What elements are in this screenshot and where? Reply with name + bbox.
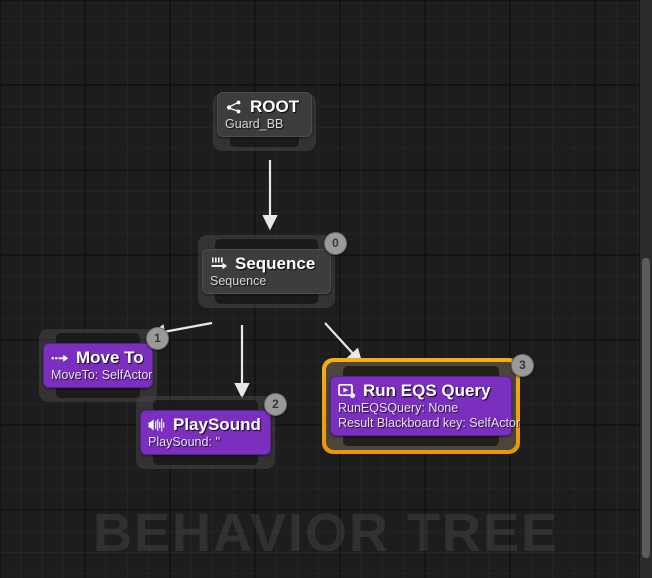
- vertical-scrollbar[interactable]: [639, 0, 652, 578]
- bt-node-play-sound[interactable]: PlaySound PlaySound: '' 2: [136, 393, 287, 469]
- root-node-title-row: ROOT: [225, 96, 304, 117]
- move-to-node-index-badge: 1: [146, 327, 169, 350]
- run-eqs-query-node-index-badge: 3: [511, 354, 534, 377]
- sequence-node-subtitle: Sequence: [210, 274, 267, 288]
- move-to-icon: [51, 354, 69, 362]
- bt-node-sequence[interactable]: Sequence Sequence 0: [198, 232, 347, 308]
- play-sound-node-title: PlaySound: [173, 415, 261, 434]
- move-to-node-subtitle: MoveTo: SelfActor: [51, 368, 153, 382]
- run-eqs-query-node-title-row: Run EQS Query: [338, 380, 504, 401]
- sequence-node-body[interactable]: Sequence Sequence: [202, 249, 331, 294]
- move-to-node-title: Move To: [76, 348, 144, 367]
- play-sound-node-body[interactable]: PlaySound PlaySound: '': [140, 410, 271, 455]
- bt-node-root[interactable]: ROOT Guard_BB: [213, 92, 316, 151]
- bt-node-run-eqs-query[interactable]: Run EQS Query RunEQSQuery: None Result B…: [322, 354, 534, 454]
- run-eqs-query-node-title: Run EQS Query: [363, 381, 491, 400]
- behavior-tree-root-icon: [226, 100, 241, 113]
- sequence-icon: [211, 257, 227, 269]
- sequence-node-index-badge: 0: [324, 232, 347, 255]
- eqs-query-icon: [338, 383, 356, 398]
- sequence-node-title: Sequence: [235, 254, 316, 273]
- sequence-node-title-row: Sequence: [210, 253, 323, 274]
- play-sound-node-subtitle: PlaySound: '': [148, 435, 221, 449]
- play-sound-node-title-row: PlaySound: [148, 414, 263, 435]
- sound-wave-icon: [148, 418, 165, 431]
- run-eqs-query-node-subtitle: RunEQSQuery: None: [338, 401, 459, 415]
- move-to-node-body[interactable]: Move To MoveTo: SelfActor: [43, 343, 153, 388]
- bt-node-move-to[interactable]: Move To MoveTo: SelfActor 1: [39, 327, 169, 402]
- root-node-title: ROOT: [250, 97, 300, 116]
- run-eqs-query-node-subtitle-2: Result Blackboard key: SelfActor: [338, 416, 521, 430]
- root-node-subtitle: Guard_BB: [225, 117, 284, 131]
- play-sound-node-index-badge: 2: [264, 393, 287, 416]
- move-to-node-title-row: Move To: [51, 347, 145, 368]
- root-node-body[interactable]: ROOT Guard_BB: [217, 92, 312, 137]
- vertical-scrollbar-thumb[interactable]: [642, 258, 650, 558]
- run-eqs-query-node-body[interactable]: Run EQS Query RunEQSQuery: None Result B…: [330, 376, 521, 436]
